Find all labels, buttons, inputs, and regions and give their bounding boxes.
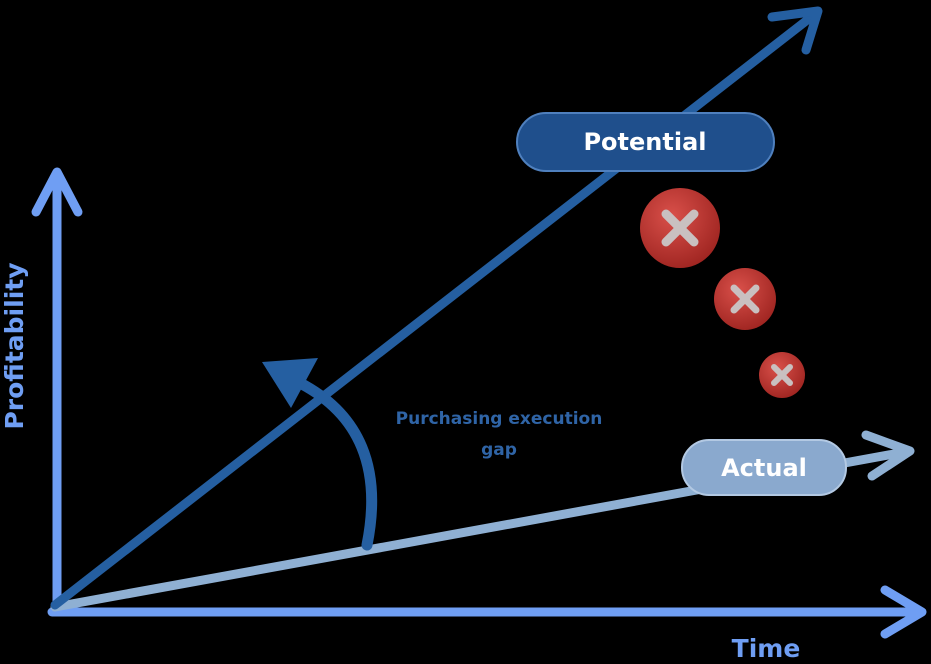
potential-label: Potential	[583, 128, 706, 156]
x-axis-label: Time	[732, 634, 801, 663]
x-axis	[47, 585, 927, 639]
potential-badge: Potential	[516, 112, 775, 172]
potential-line	[50, 6, 823, 610]
gap-label: Purchasing execution gap	[396, 409, 603, 460]
actual-badge: Actual	[681, 439, 847, 496]
x-mark-icon-medium	[714, 268, 776, 330]
actual-label: Actual	[721, 454, 807, 482]
x-mark-icon-large	[640, 188, 720, 268]
gap-label-line2: gap	[481, 440, 517, 460]
y-axis-label: Profitability	[0, 262, 29, 429]
gap-label-line1: Purchasing execution	[396, 409, 603, 429]
x-mark-icon-small	[759, 352, 805, 398]
y-axis	[31, 167, 83, 617]
gap-arc-arrow	[262, 358, 378, 551]
